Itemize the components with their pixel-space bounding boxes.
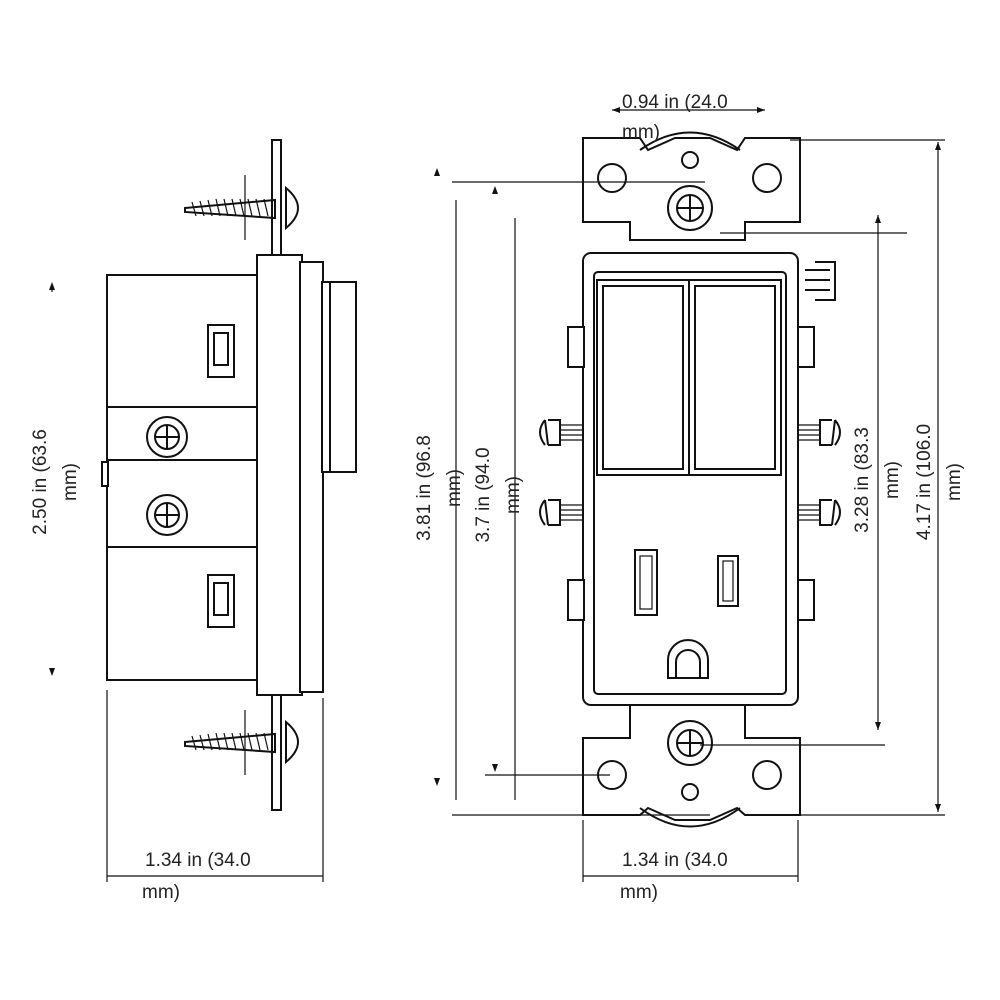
dim-side-width: 1.34 in (34.0 mm) — [142, 850, 251, 903]
dim-front-total-height-line2: mm) — [944, 463, 965, 501]
outlet-slot-right — [717, 555, 739, 607]
dim-side-height-line1: 2.50 in (63.6 — [30, 429, 51, 535]
outlet-ground-hole — [667, 639, 709, 679]
front-screw-bottom — [667, 720, 713, 766]
dim-front-top-width-line2: mm) — [622, 122, 660, 143]
side-view — [49, 139, 357, 882]
dim-front-total-height: 4.17 in (106.0 mm) — [914, 424, 965, 540]
dim-side-width-line1: 1.34 in (34.0 — [145, 850, 251, 871]
side-front-housing — [256, 254, 303, 696]
side-mounting-screw-top — [184, 175, 299, 240]
side-terminal-bottom — [207, 574, 235, 628]
dim-front-width-line1: 1.34 in (34.0 — [622, 850, 728, 871]
front-view — [434, 107, 945, 882]
dim-front-height-b-line1: 3.7 in (94.0 — [473, 447, 494, 542]
side-terminal-top — [207, 324, 235, 378]
front-strap-top — [582, 137, 801, 241]
rocker-switch-left — [596, 279, 690, 476]
side-screw-lower — [146, 494, 188, 536]
dim-side-height-line2: mm) — [60, 463, 81, 501]
front-strap-bottom — [582, 704, 801, 821]
dim-front-height-a: 3.81 in (96.8 mm) — [414, 435, 465, 541]
front-screw-top — [667, 185, 713, 231]
dim-front-screw-span-line2: mm) — [882, 461, 903, 499]
side-mounting-strap — [271, 139, 282, 256]
side-screw-upper — [146, 416, 188, 458]
dim-front-width-line2: mm) — [620, 882, 658, 903]
dim-front-top-width-line1: 0.94 in (24.0 — [622, 92, 728, 113]
dim-side-height: 2.50 in (63.6 mm) — [30, 429, 81, 535]
rocker-switch-right — [688, 279, 782, 476]
dim-front-height-a-line2: mm) — [444, 469, 465, 507]
dim-front-screw-span: 3.28 in (83.3 mm) — [852, 427, 903, 533]
front-terminal-screws — [539, 261, 841, 526]
dim-front-height-a-line1: 3.81 in (96.8 — [414, 435, 435, 541]
dim-front-total-height-line1: 4.17 in (106.0 — [914, 424, 935, 540]
dim-front-top-width: 0.94 in (24.0 mm) — [622, 92, 728, 143]
outlet-slot-left — [634, 549, 658, 616]
dim-side-width-line2: mm) — [142, 882, 180, 903]
dim-front-screw-span-line1: 3.28 in (83.3 — [852, 427, 873, 533]
dim-front-width: 1.34 in (34.0 mm) — [620, 850, 728, 903]
outlet-receptacle — [634, 549, 739, 679]
side-mounting-screw-bottom — [184, 710, 299, 775]
dim-front-height-b: 3.7 in (94.0 mm) — [473, 447, 524, 542]
dim-front-height-b-line2: mm) — [503, 476, 524, 514]
